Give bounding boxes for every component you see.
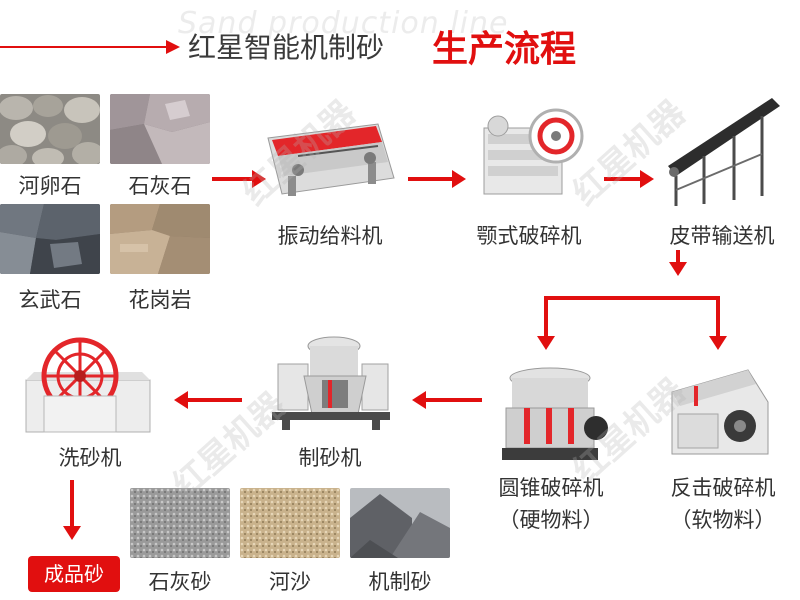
machine-label-impact-crusher: 反击破碎机 — [670, 476, 776, 500]
machine-label-vibrating-feeder: 振动给料机 — [277, 224, 383, 248]
flow-arrow-shaft — [70, 480, 74, 528]
flow-arrow-shaft — [408, 177, 454, 181]
flow-arrow-icon — [709, 336, 727, 350]
belt-conveyor-image — [664, 94, 784, 214]
flow-arrow-shaft — [212, 177, 254, 181]
header-watermark: Sand production line — [178, 6, 509, 41]
pebble-image — [0, 94, 100, 164]
machine-sand-image — [350, 488, 450, 558]
finished-sand-badge: 成品砂 — [28, 556, 120, 592]
header-arrow-icon — [166, 40, 180, 54]
machine-note-impact-crusher: （软物料） — [670, 508, 776, 532]
material-label: 石灰石 — [128, 174, 192, 198]
granite-image — [110, 204, 210, 274]
flow-arrow-icon — [252, 170, 266, 188]
product-label: 机制砂 — [368, 570, 432, 594]
product-label: 石灰砂 — [148, 570, 212, 594]
machine-note-cone-crusher: （硬物料） — [498, 508, 604, 532]
jaw-crusher-image — [478, 102, 588, 206]
material-label: 玄武石 — [18, 288, 82, 312]
page-title-emphasis: 生产流程 — [432, 29, 577, 70]
machine-label-sand-maker: 制砂机 — [298, 446, 362, 470]
flow-arrow-icon — [452, 170, 466, 188]
flow-arrow-icon — [640, 170, 654, 188]
flow-arrow-shaft — [604, 177, 642, 181]
page-title: 红星智能机制砂 — [188, 31, 385, 64]
material-label: 花岗岩 — [128, 288, 192, 312]
sand-maker-image — [262, 334, 394, 436]
limestone-image — [110, 94, 210, 164]
basalt-image — [0, 204, 100, 274]
flow-arrow-shaft — [676, 250, 680, 264]
flow-arrow-shaft — [716, 296, 720, 338]
machine-label-jaw-crusher: 颚式破碎机 — [476, 224, 582, 248]
flow-arrow-shaft — [186, 398, 242, 402]
flow-arrow-icon — [537, 336, 555, 350]
cone-crusher-image — [498, 364, 608, 468]
header-decoration-line — [0, 46, 168, 48]
flow-arrow-icon — [669, 262, 687, 276]
flow-arrow-icon — [412, 391, 426, 409]
machine-label-sand-washer: 洗砂机 — [58, 446, 122, 470]
machine-label-cone-crusher: 圆锥破碎机 — [498, 476, 604, 500]
impact-crusher-image — [664, 362, 780, 466]
vibrating-feeder-image — [258, 118, 398, 208]
machine-label-belt-conveyor: 皮带输送机 — [669, 224, 775, 248]
river-sand-image — [240, 488, 340, 558]
limestone-sand-image — [130, 488, 230, 558]
material-label: 河卵石 — [18, 174, 82, 198]
flow-arrow-icon — [174, 391, 188, 409]
flow-arrow-shaft — [544, 296, 548, 338]
flow-arrow-icon — [63, 526, 81, 540]
flow-split-bar — [544, 296, 720, 300]
sand-washer-image — [22, 336, 154, 440]
product-label: 河沙 — [269, 570, 311, 594]
flow-arrow-shaft — [424, 398, 482, 402]
